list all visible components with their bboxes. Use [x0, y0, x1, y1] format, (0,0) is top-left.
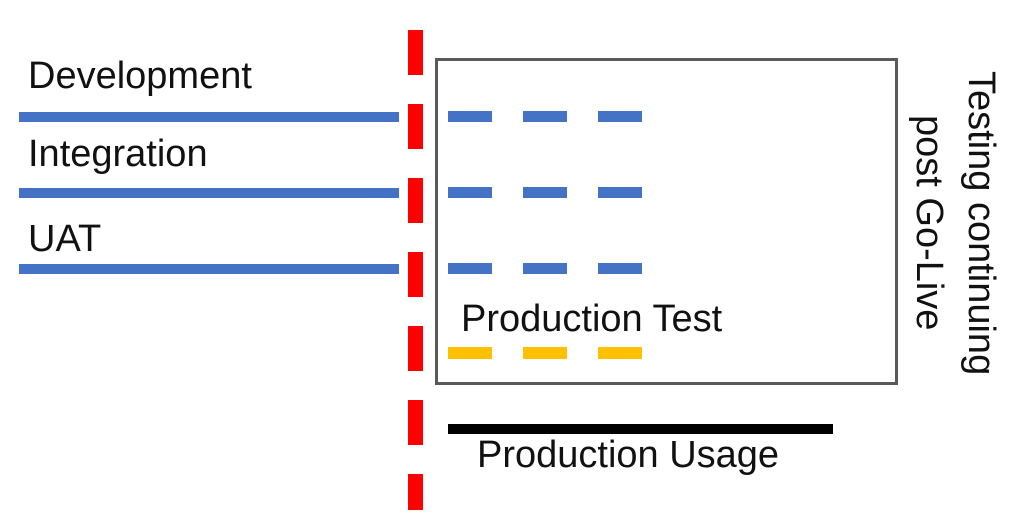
post-golive-caption-line-2: post Go-Live [908, 115, 950, 331]
production-usage-line [448, 424, 833, 434]
post-golive-caption: Testing continuing post Go-Live [903, 56, 1007, 390]
go-live-divider-dashed-line [408, 30, 423, 510]
uat-timeline-line [19, 264, 399, 274]
integration-dashed-continuation-line [448, 187, 643, 198]
post-golive-caption-line-1: Testing continuing [960, 70, 1002, 376]
production-usage-label: Production Usage [477, 434, 780, 476]
post-golive-box [435, 58, 898, 385]
development-dashed-continuation-line [448, 111, 643, 122]
development-timeline-line [19, 112, 399, 122]
track-label-development: Development [28, 55, 252, 97]
production-test-label: Production Test [461, 298, 723, 340]
integration-timeline-line [19, 188, 399, 198]
uat-dashed-continuation-line [448, 263, 643, 274]
track-label-uat: UAT [28, 218, 102, 260]
track-label-integration: Integration [28, 133, 208, 175]
production-test-dashed-line [448, 347, 643, 359]
